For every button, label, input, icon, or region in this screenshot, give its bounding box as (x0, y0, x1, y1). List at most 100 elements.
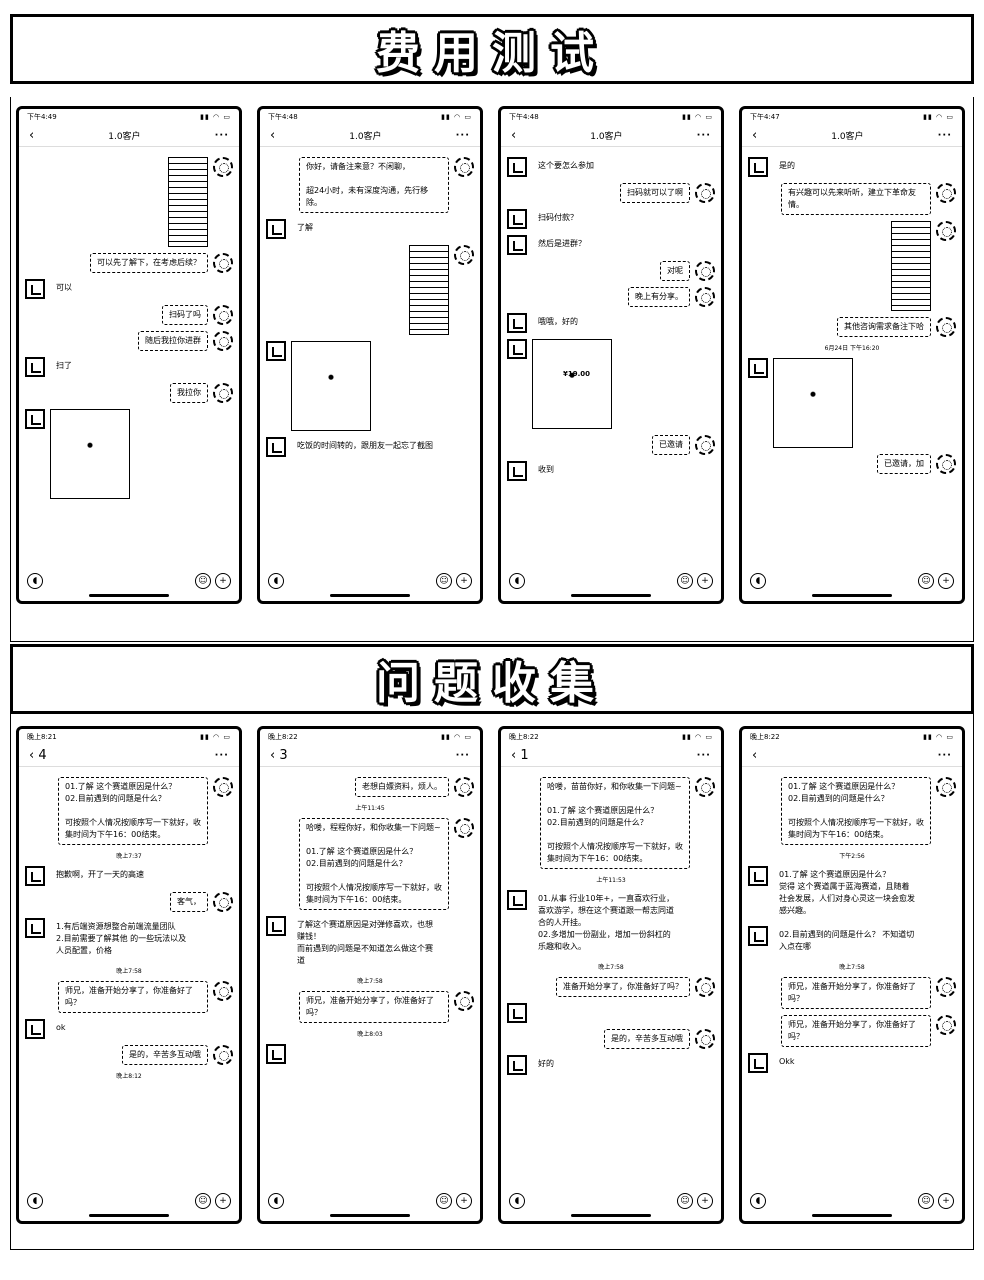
sender-avatar[interactable] (454, 157, 474, 177)
contact-avatar[interactable] (25, 357, 45, 377)
document-card-image[interactable] (409, 245, 449, 335)
more-icon[interactable]: ··· (937, 750, 952, 761)
document-card-image[interactable] (168, 157, 208, 247)
contact-avatar[interactable] (507, 235, 527, 255)
sender-avatar[interactable] (454, 245, 474, 265)
voice-icon[interactable]: ◖ (750, 1193, 766, 1209)
contact-avatar[interactable] (748, 926, 768, 946)
contact-avatar[interactable] (507, 339, 527, 359)
sender-avatar[interactable] (936, 183, 956, 203)
more-icon[interactable]: ··· (696, 130, 711, 141)
sender-avatar[interactable] (213, 305, 233, 325)
chat-history[interactable]: 01.了解 这个赛道原因是什么？ 02.目前遇到的问题是什么？ 可按照个人情况按… (742, 767, 962, 1187)
voice-icon[interactable]: ◖ (509, 1193, 525, 1209)
contact-avatar[interactable] (266, 219, 286, 239)
contact-avatar[interactable] (25, 279, 45, 299)
sender-avatar[interactable] (213, 157, 233, 177)
more-icon[interactable]: ··· (214, 750, 229, 761)
sender-avatar[interactable] (695, 977, 715, 997)
contact-avatar[interactable] (266, 1044, 286, 1064)
sender-avatar[interactable] (695, 777, 715, 797)
emoji-icon[interactable]: ☺ (436, 1193, 452, 1209)
payment-screenshot-image[interactable]: ¥19.00 (532, 339, 612, 429)
more-icon[interactable]: ··· (214, 130, 229, 141)
sender-avatar[interactable] (936, 317, 956, 337)
sender-avatar[interactable] (695, 261, 715, 281)
sender-avatar[interactable] (695, 183, 715, 203)
back-button[interactable]: ‹ (270, 128, 276, 143)
emoji-icon[interactable]: ☺ (677, 1193, 693, 1209)
voice-icon[interactable]: ◖ (27, 1193, 43, 1209)
sender-avatar[interactable] (213, 331, 233, 351)
more-icon[interactable]: ··· (696, 750, 711, 761)
back-button[interactable]: ‹ 3 (270, 748, 288, 763)
voice-icon[interactable]: ◖ (750, 573, 766, 589)
chat-history[interactable]: 这个要怎么参加扫码就可以了啊扫码付款？然后是进群？对呢晚上有分享。哦哦，好的¥1… (501, 147, 721, 567)
payment-screenshot-image[interactable] (50, 409, 130, 499)
chat-history[interactable]: 01.了解 这个赛道原因是什么？ 02.目前遇到的问题是什么？ 可按照个人情况按… (19, 767, 239, 1187)
contact-avatar[interactable] (266, 341, 286, 361)
chat-history[interactable]: 你好，请备注来意？不闲聊， 超24小时，未有深度沟通，先行移除。了解吃饭的时间转… (260, 147, 480, 567)
sender-avatar[interactable] (936, 454, 956, 474)
contact-avatar[interactable] (507, 313, 527, 333)
chat-history[interactable]: 可以先了解下，在考虑后续？可以扫码了吗随后我拉你进群扫了我拉你 (19, 147, 239, 567)
sender-avatar[interactable] (695, 435, 715, 455)
voice-icon[interactable]: ◖ (509, 573, 525, 589)
voice-icon[interactable]: ◖ (268, 1193, 284, 1209)
payment-screenshot-image[interactable] (291, 341, 371, 431)
sender-avatar[interactable] (936, 777, 956, 797)
back-button[interactable]: ‹ (29, 128, 35, 143)
plus-icon[interactable]: + (938, 1193, 954, 1209)
contact-avatar[interactable] (507, 890, 527, 910)
emoji-icon[interactable]: ☺ (436, 573, 452, 589)
sender-avatar[interactable] (454, 818, 474, 838)
sender-avatar[interactable] (695, 1029, 715, 1049)
contact-avatar[interactable] (266, 437, 286, 457)
chat-history[interactable]: 哈喽，苗苗你好，和你收集一下问题~ 01.了解 这个赛道原因是什么？ 02.目前… (501, 767, 721, 1187)
plus-icon[interactable]: + (456, 1193, 472, 1209)
back-button[interactable]: ‹ (511, 128, 517, 143)
plus-icon[interactable]: + (697, 573, 713, 589)
sender-avatar[interactable] (213, 383, 233, 403)
contact-avatar[interactable] (507, 157, 527, 177)
contact-avatar[interactable] (748, 358, 768, 378)
contact-avatar[interactable] (25, 866, 45, 886)
voice-icon[interactable]: ◖ (27, 573, 43, 589)
sender-avatar[interactable] (213, 1045, 233, 1065)
more-icon[interactable]: ··· (455, 750, 470, 761)
plus-icon[interactable]: + (697, 1193, 713, 1209)
contact-avatar[interactable] (266, 916, 286, 936)
plus-icon[interactable]: + (215, 1193, 231, 1209)
contact-avatar[interactable] (507, 1003, 527, 1023)
sender-avatar[interactable] (936, 977, 956, 997)
more-icon[interactable]: ··· (455, 130, 470, 141)
sender-avatar[interactable] (213, 981, 233, 1001)
sender-avatar[interactable] (695, 287, 715, 307)
emoji-icon[interactable]: ☺ (918, 1193, 934, 1209)
emoji-icon[interactable]: ☺ (677, 573, 693, 589)
contact-avatar[interactable] (507, 461, 527, 481)
contact-avatar[interactable] (25, 1019, 45, 1039)
sender-avatar[interactable] (454, 777, 474, 797)
plus-icon[interactable]: + (215, 573, 231, 589)
sender-avatar[interactable] (936, 1015, 956, 1035)
sender-avatar[interactable] (936, 221, 956, 241)
back-button[interactable]: ‹ 4 (29, 748, 47, 763)
contact-avatar[interactable] (748, 1053, 768, 1073)
contact-avatar[interactable] (748, 157, 768, 177)
emoji-icon[interactable]: ☺ (195, 1193, 211, 1209)
contact-avatar[interactable] (748, 866, 768, 886)
sender-avatar[interactable] (213, 892, 233, 912)
contact-avatar[interactable] (507, 209, 527, 229)
more-icon[interactable]: ··· (937, 130, 952, 141)
plus-icon[interactable]: + (456, 573, 472, 589)
payment-screenshot-image[interactable] (773, 358, 853, 448)
document-card-image[interactable] (891, 221, 931, 311)
back-button[interactable]: ‹ (752, 128, 758, 143)
sender-avatar[interactable] (454, 991, 474, 1011)
contact-avatar[interactable] (507, 1055, 527, 1075)
contact-avatar[interactable] (25, 409, 45, 429)
back-button[interactable]: ‹ 1 (511, 748, 529, 763)
